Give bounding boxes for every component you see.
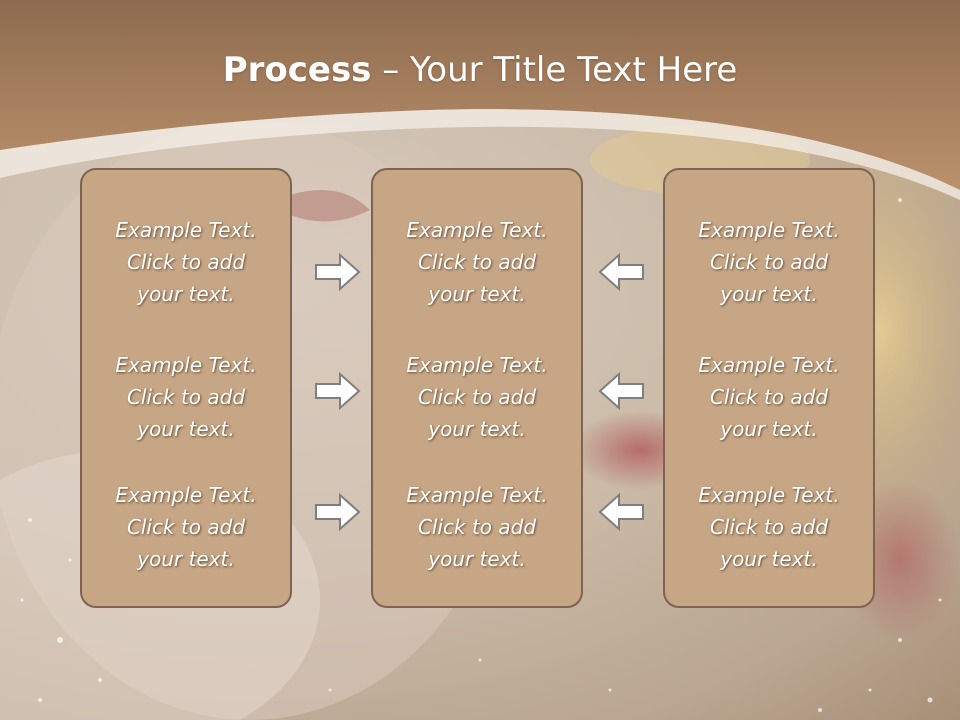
text-line: your text. — [720, 547, 818, 571]
text-line: Example Text. — [698, 353, 840, 377]
text-line: Example Text. — [698, 218, 840, 242]
text-line: Click to add — [126, 250, 246, 274]
text-line: Example Text. — [698, 483, 840, 507]
text-line: Example Text. — [406, 353, 548, 377]
text-line: Example Text. — [406, 483, 548, 507]
panel-text-block[interactable]: Example Text. Click to add your text. — [373, 479, 581, 575]
panel-text-block[interactable]: Example Text. Click to add your text. — [665, 479, 873, 575]
text-line: your text. — [428, 547, 526, 571]
panel-text-block[interactable]: Example Text. Click to add your text. — [373, 349, 581, 445]
text-line: Click to add — [709, 250, 829, 274]
panel-text-block[interactable]: Example Text. Click to add your text. — [373, 214, 581, 310]
left-arrow-icon — [598, 371, 644, 411]
panel-text-block[interactable]: Example Text. Click to add your text. — [82, 349, 290, 445]
text-line: your text. — [720, 417, 818, 441]
text-line: your text. — [137, 547, 235, 571]
text-line: Example Text. — [115, 353, 257, 377]
text-line: Click to add — [709, 515, 829, 539]
text-line: Example Text. — [115, 483, 257, 507]
slide-title[interactable]: Process – Your Title Text Here — [0, 50, 960, 90]
text-line: your text. — [428, 282, 526, 306]
right-arrow-icon — [315, 252, 361, 292]
text-line: your text. — [720, 282, 818, 306]
text-line: Click to add — [417, 515, 537, 539]
right-arrow-icon — [315, 492, 361, 532]
left-arrow-icon — [598, 492, 644, 532]
text-line: Click to add — [126, 385, 246, 409]
text-line: your text. — [137, 282, 235, 306]
text-line: Click to add — [126, 515, 246, 539]
panel-text-block[interactable]: Example Text. Click to add your text. — [665, 214, 873, 310]
panel-text-block[interactable]: Example Text. Click to add your text. — [82, 479, 290, 575]
title-rest: – Your Title Text Here — [371, 50, 738, 90]
right-arrow-icon — [315, 371, 361, 411]
panel-text-block[interactable]: Example Text. Click to add your text. — [82, 214, 290, 310]
title-bold: Process — [222, 50, 372, 90]
text-line: Example Text. — [115, 218, 257, 242]
panel-text-block[interactable]: Example Text. Click to add your text. — [665, 349, 873, 445]
text-line: your text. — [428, 417, 526, 441]
text-line: Click to add — [709, 385, 829, 409]
text-line: Click to add — [417, 250, 537, 274]
text-line: Example Text. — [406, 218, 548, 242]
process-panel-center[interactable]: Example Text. Click to add your text. Ex… — [371, 168, 583, 608]
text-line: Click to add — [417, 385, 537, 409]
process-panel-left[interactable]: Example Text. Click to add your text. Ex… — [80, 168, 292, 608]
text-line: your text. — [137, 417, 235, 441]
left-arrow-icon — [598, 252, 644, 292]
process-panel-right[interactable]: Example Text. Click to add your text. Ex… — [663, 168, 875, 608]
